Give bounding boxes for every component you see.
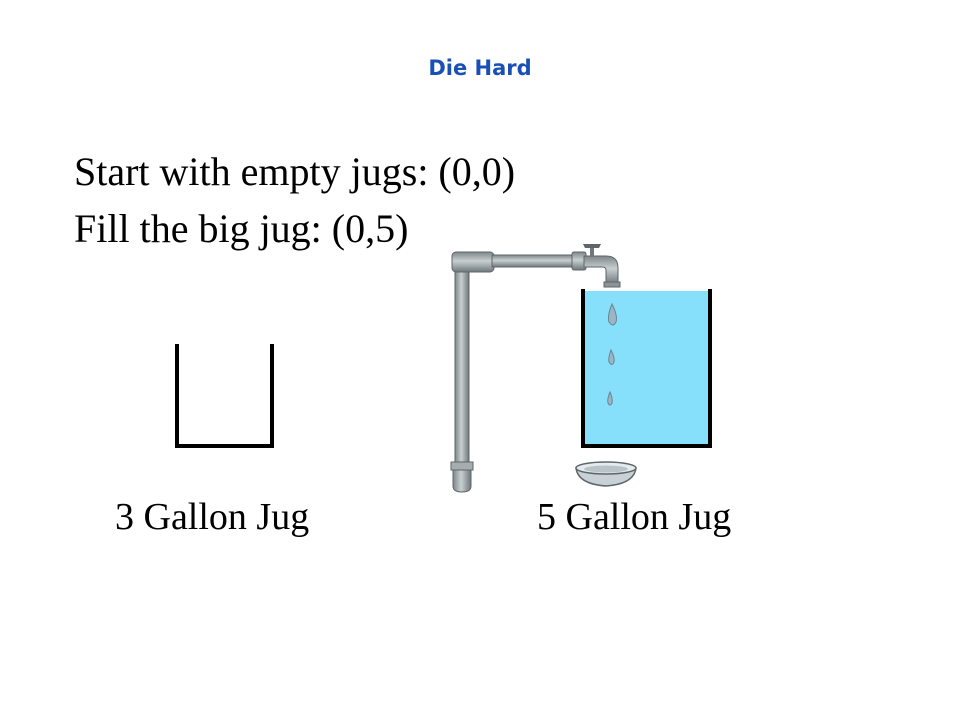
jug-5-water bbox=[583, 291, 710, 446]
step-line-2: Fill the big jug: (0,5) bbox=[74, 206, 409, 251]
faucet-icon bbox=[583, 244, 621, 288]
jug-3-label: 3 Gallon Jug bbox=[115, 496, 310, 538]
step-line-1: Start with empty jugs: (0,0) bbox=[74, 149, 516, 194]
jug-5-gallon bbox=[581, 289, 712, 448]
jug-5-label: 5 Gallon Jug bbox=[537, 496, 732, 538]
jug-3-gallon bbox=[175, 344, 274, 448]
water-pipe-icon bbox=[450, 251, 587, 493]
slide-title: Die Hard bbox=[428, 56, 532, 80]
water-drop-icon bbox=[607, 302, 617, 406]
bowl-icon bbox=[575, 461, 637, 487]
